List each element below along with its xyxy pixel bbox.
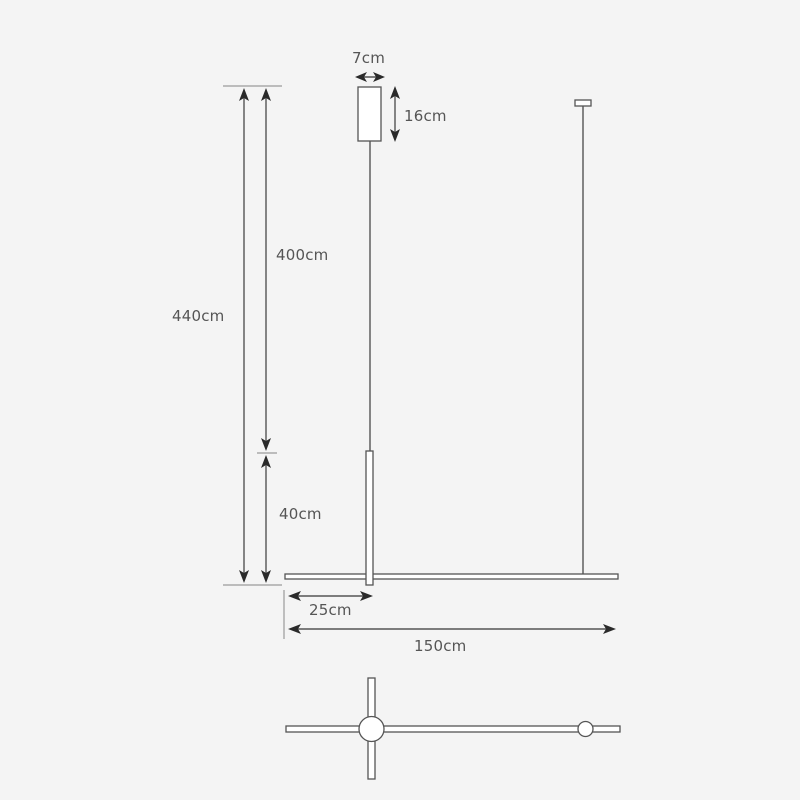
arrow-up-icon — [239, 88, 249, 101]
arrow-down-icon — [261, 438, 271, 451]
tube-height-label: 40cm — [279, 505, 322, 523]
cable-length-dimension — [261, 88, 271, 451]
arrow-right-icon — [603, 624, 616, 634]
canopy-width-dimension — [355, 72, 385, 82]
arrow-left-icon — [288, 591, 301, 601]
secondary-anchor — [574, 99, 592, 107]
arrow-up-icon — [261, 455, 271, 468]
arrow-down-icon — [390, 129, 400, 142]
arrow-down-icon — [261, 570, 271, 583]
tube-offset-label: 25cm — [309, 601, 352, 619]
total-height-dimension — [239, 88, 249, 583]
arrow-up-icon — [390, 86, 400, 99]
canopy — [357, 86, 382, 142]
vertical-light-tube — [365, 450, 374, 586]
plan-secondary-hub — [577, 720, 594, 738]
bar-length-dimension — [288, 624, 616, 634]
arrow-down-icon — [239, 570, 249, 583]
arrow-left-icon — [355, 72, 367, 82]
canopy-height-label: 16cm — [404, 107, 447, 125]
horizontal-light-bar — [284, 573, 619, 580]
arrow-up-icon — [261, 88, 271, 101]
cable-length-label: 400cm — [276, 246, 329, 264]
arrow-right-icon — [373, 72, 385, 82]
plan-horizontal-bar — [285, 725, 621, 733]
plan-view — [285, 677, 621, 780]
arrow-left-icon — [288, 624, 301, 634]
tube-height-dimension — [261, 455, 271, 583]
canopy-height-dimension — [390, 86, 400, 142]
canopy-width-label: 7cm — [352, 49, 386, 67]
total-height-label: 440cm — [172, 307, 225, 325]
arrow-right-icon — [360, 591, 373, 601]
plan-main-hub — [358, 715, 385, 743]
bar-length-label: 150cm — [414, 637, 467, 655]
tube-offset-dimension — [288, 591, 373, 601]
